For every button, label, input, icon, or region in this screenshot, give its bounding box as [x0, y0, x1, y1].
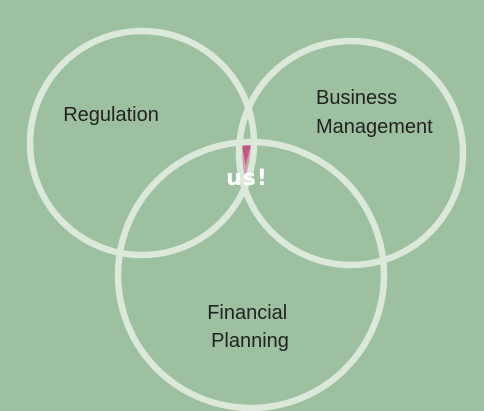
- business-management-label-line-2: Management: [316, 116, 433, 138]
- business-management-circle: [235, 37, 467, 269]
- business-management-label: Business Management: [316, 87, 433, 138]
- financial-planning-label: Financial Planning: [207, 302, 293, 352]
- financial-planning-label-line-1: Financial: [207, 302, 287, 324]
- business-management-label-line-1: Business: [316, 87, 397, 109]
- financial-planning-circle: [114, 138, 388, 411]
- regulation-label-line-1: Regulation: [63, 104, 159, 126]
- financial-planning-label-line-2: Planning: [211, 330, 289, 352]
- center-label: us!: [226, 166, 268, 191]
- regulation-label: Regulation: [63, 104, 159, 126]
